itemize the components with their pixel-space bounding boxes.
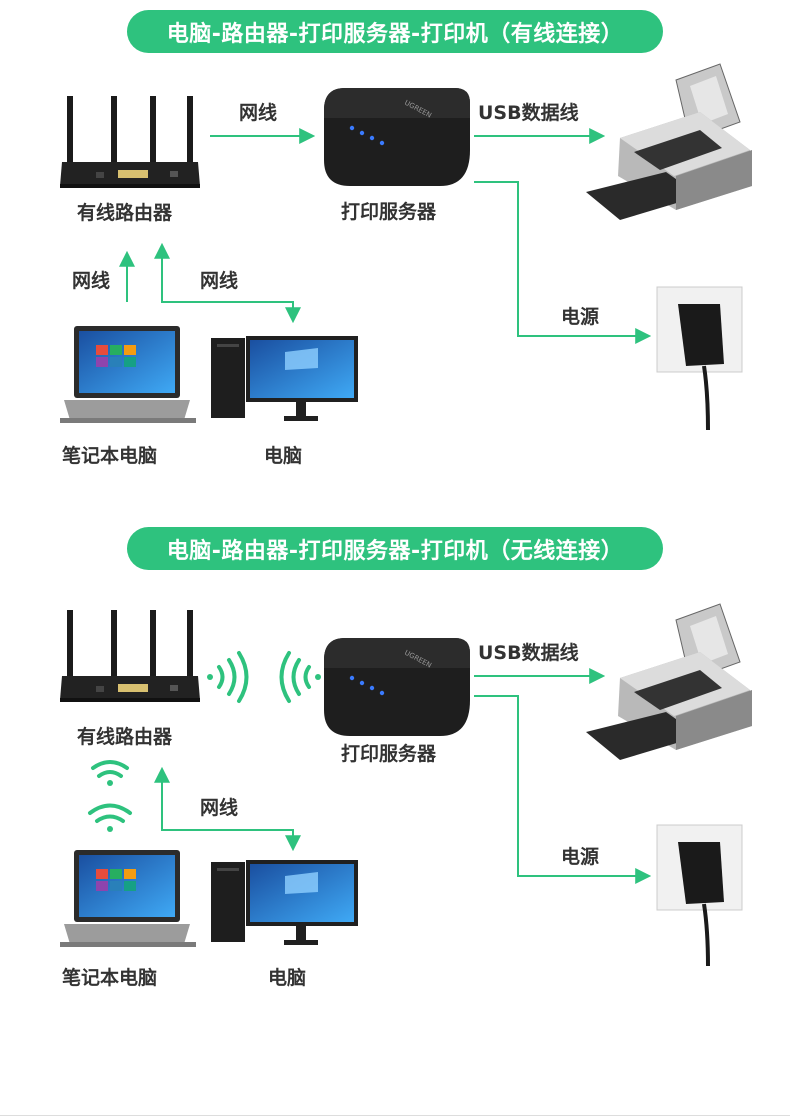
pc-label: 电脑 xyxy=(264,445,303,467)
router-server-wire-label: 网线 xyxy=(239,102,278,124)
router-icon xyxy=(60,610,200,702)
router-label: 有线路由器 xyxy=(77,202,173,224)
usb-cable-label: USB数据线 xyxy=(478,102,579,124)
usb-cable-label: USB数据线 xyxy=(478,642,579,664)
pc-wire-label: 网线 xyxy=(200,270,239,292)
power-adapter-icon xyxy=(656,286,743,431)
wireless-diagram-canvas: UGREEN xyxy=(60,603,752,967)
laptop-icon xyxy=(60,326,196,423)
laptop-label: 笔记本电脑 xyxy=(62,967,158,989)
bottom-divider xyxy=(0,1115,790,1116)
laptop-icon xyxy=(60,850,196,947)
wifi-signal-left-icon xyxy=(279,651,321,703)
power-adapter-icon xyxy=(656,824,743,967)
wifi-signal-right-icon xyxy=(207,651,249,703)
laptop-wire-label: 网线 xyxy=(72,270,111,292)
section-title: 电脑-路由器-打印服务器-打印机（有线连接） xyxy=(127,10,663,53)
wired-diagram-canvas: UGREEN xyxy=(60,63,752,431)
router-icon xyxy=(60,96,200,188)
power-wire xyxy=(474,695,652,884)
server-label: 打印服务器 xyxy=(341,201,437,223)
wire-router-to-pc xyxy=(154,766,301,852)
power-label: 电源 xyxy=(561,846,600,868)
server-label: 打印服务器 xyxy=(341,743,437,765)
pc-wire-label: 网线 xyxy=(200,797,239,819)
section-title: 电脑-路由器-打印服务器-打印机（无线连接） xyxy=(127,527,663,570)
wire-router-to-pc xyxy=(154,242,301,324)
printer-icon xyxy=(586,603,752,760)
wifi-signal-down-icon xyxy=(88,760,132,832)
power-wire xyxy=(474,181,652,344)
printer-icon xyxy=(586,63,752,220)
router-label: 有线路由器 xyxy=(77,726,173,748)
laptop-label: 笔记本电脑 xyxy=(62,445,158,467)
print-server-icon: UGREEN xyxy=(324,638,470,736)
print-server-icon: UGREEN xyxy=(324,88,470,186)
pc-label: 电脑 xyxy=(268,967,307,989)
wireless-section: 电脑-路由器-打印服务器-打印机（无线连接） xyxy=(0,520,790,1040)
power-label: 电源 xyxy=(561,306,600,328)
wired-section: 电脑-路由器-打印服务器-打印机（有线连接） xyxy=(0,0,790,520)
desktop-pc-icon xyxy=(211,860,358,945)
desktop-pc-icon xyxy=(211,336,358,421)
